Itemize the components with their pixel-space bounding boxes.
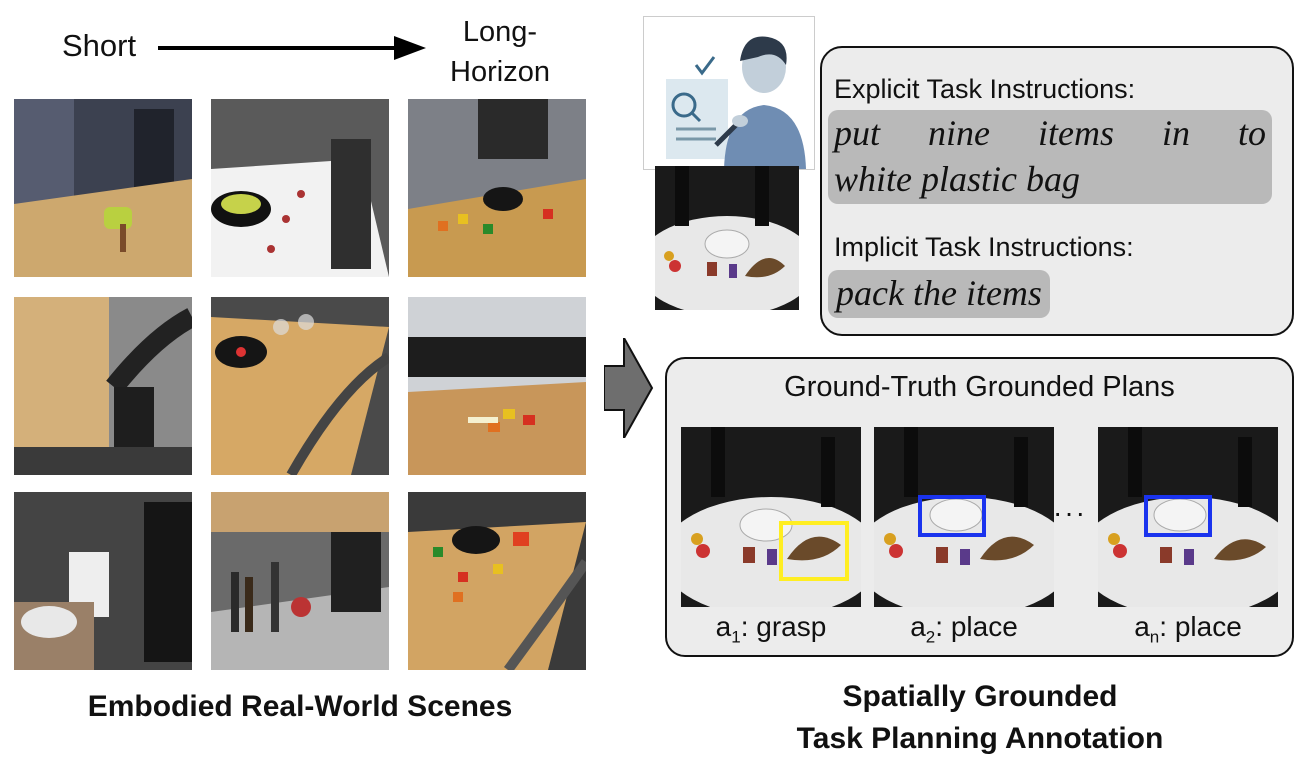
step-symbol: a <box>715 611 732 642</box>
explicit-line2: white plastic bag <box>834 159 1080 199</box>
plan-step-label: a2: place <box>874 611 1054 648</box>
step-action: : place <box>1159 611 1242 642</box>
scene-photo-4 <box>14 297 192 475</box>
explicit-word: nine <box>928 113 990 153</box>
long-horizon-line1: Long- <box>462 16 538 48</box>
scene-photo-5 <box>211 297 389 475</box>
annotator-illustration <box>643 16 815 170</box>
step-subscript: 2 <box>925 627 936 647</box>
plans-title: Ground-Truth Grounded Plans <box>784 371 1175 403</box>
scene-photo-2 <box>211 99 389 277</box>
step-symbol: a <box>1134 611 1150 642</box>
step-action: : place <box>935 611 1018 642</box>
scene-photo-7 <box>14 492 192 670</box>
explicit-word: in <box>1161 113 1190 153</box>
step-action: : grasp <box>740 611 827 642</box>
scene-photo-3 <box>408 99 586 277</box>
explicit-word: items <box>1037 113 1114 153</box>
step-symbol: a <box>910 611 926 642</box>
right-caption: Spatially Grounded Task Planning Annotat… <box>660 676 1300 760</box>
implicit-instruction-text: pack the items <box>828 270 1050 318</box>
scene-photo-6 <box>408 297 586 475</box>
plan-step-image-grasp <box>681 427 861 607</box>
flow-arrow <box>604 338 654 438</box>
implicit-instructions-heading: Implicit Task Instructions: <box>834 232 1134 262</box>
explicit-instructions-heading: Explicit Task Instructions: <box>834 74 1136 104</box>
explicit-instruction-text: put nine items in to white plastic bag <box>828 110 1272 204</box>
step-subscript: 1 <box>731 627 741 647</box>
long-horizon-line2: Horizon <box>450 56 550 88</box>
annotator-icon <box>666 36 806 169</box>
short-label: Short <box>62 28 137 63</box>
plan-step-image-place <box>874 427 1054 607</box>
short-to-long-arrow <box>158 36 426 60</box>
grounded-plans-box: Ground-Truth Grounded Plans ··· a1: gras… <box>665 357 1294 657</box>
plan-step-label: an: place <box>1098 611 1278 648</box>
scene-photo-9 <box>408 492 586 670</box>
scene-photo-8 <box>211 492 389 670</box>
left-caption: Embodied Real-World Scenes <box>87 690 513 723</box>
plan-ellipsis: ··· <box>1053 497 1087 528</box>
explicit-word: put <box>834 113 881 153</box>
step-subscript: n <box>1149 627 1160 647</box>
long-horizon-label: Long- Horizon <box>430 12 570 92</box>
plan-step-label: a1: grasp <box>681 611 861 648</box>
explicit-word: to <box>1237 113 1266 153</box>
right-caption-line1: Spatially Grounded <box>842 680 1118 713</box>
instructions-box: Explicit Task Instructions: put nine ite… <box>820 46 1294 336</box>
task-scene-photo <box>655 166 799 310</box>
right-caption-line2: Task Planning Annotation <box>796 722 1164 755</box>
scene-photo-1 <box>14 99 192 277</box>
plan-step-image-place-final <box>1098 427 1278 607</box>
